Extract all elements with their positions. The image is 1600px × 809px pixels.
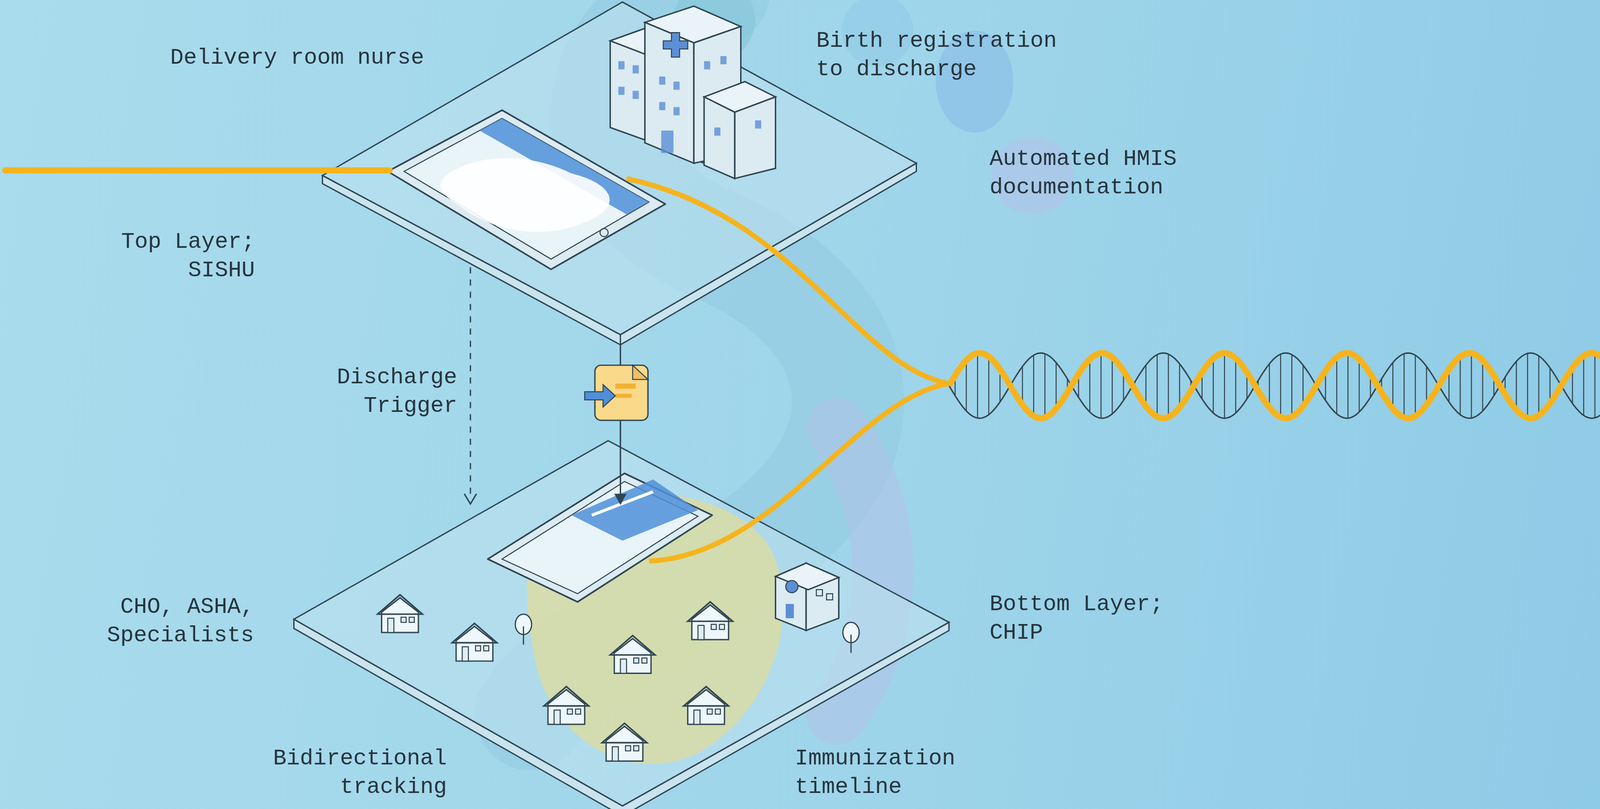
helix-rung (1583, 355, 1584, 416)
helix-rung (1145, 364, 1147, 406)
helix-rung (1481, 360, 1483, 411)
helix-rung (1538, 355, 1539, 416)
helix-rung (977, 352, 979, 418)
helix-rung (1212, 358, 1214, 414)
helix-rung (1470, 352, 1472, 418)
helix-rung (1515, 361, 1517, 410)
helix-strand (949, 352, 1600, 418)
label-text: CHO, ASHA, Specialists (95, 592, 254, 650)
helix-rung (1291, 354, 1293, 417)
helix-rung (1392, 362, 1394, 409)
label-text: Discharge Trigger (325, 363, 458, 421)
label-text: Top Layer; SISHU (112, 227, 255, 285)
helix-rung (1414, 355, 1416, 417)
label-text: Immunization timeline (794, 744, 969, 802)
helix-rung (1100, 352, 1102, 418)
helix-rung (1268, 363, 1270, 408)
helix-rung (1156, 354, 1158, 417)
helix-rung (1358, 359, 1360, 413)
label-text: Delivery room nurse (170, 43, 447, 73)
helix-rung (1111, 357, 1113, 414)
helix-rung (988, 356, 990, 415)
label-text: Bidirectional tracking (261, 744, 447, 802)
label-text: Bottom Layer; CHIP (989, 589, 1177, 647)
helix-rung (1526, 353, 1528, 418)
helix-rung (1459, 356, 1461, 415)
helix-rung (1089, 359, 1091, 413)
helix-rung (1223, 352, 1225, 418)
helix-rung (1347, 352, 1349, 418)
helix-rung (1302, 364, 1304, 406)
helix-rung (965, 360, 967, 411)
helix-rung (1403, 353, 1405, 418)
helix-rung (1235, 358, 1236, 414)
helix-rung (1280, 353, 1281, 417)
helix-rung (1336, 357, 1338, 414)
label-text: Automated HMIS documentation (989, 144, 1191, 202)
label-text: Birth registration to discharge (816, 26, 1071, 84)
helix-strand-highlight (949, 352, 1600, 418)
helix-rung (1594, 353, 1596, 418)
helix-rung (1167, 353, 1169, 417)
helix-rung (1033, 355, 1035, 417)
helix-rung (1055, 362, 1057, 409)
helix-rung (1178, 363, 1180, 408)
helix-rung (1044, 353, 1046, 418)
